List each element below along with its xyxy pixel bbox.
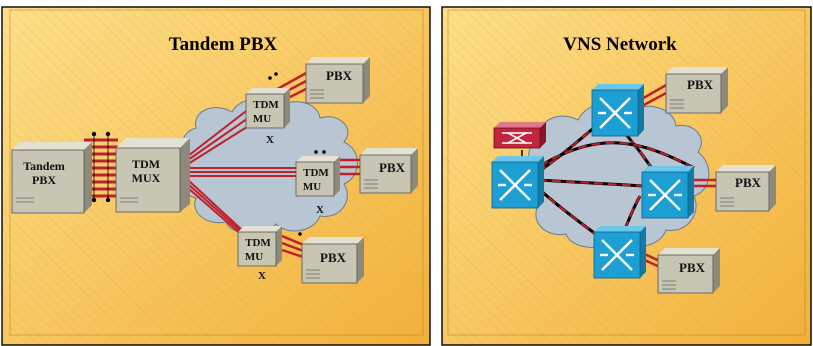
remote-mux-3-label-line1: TDM [245,237,271,249]
atm-switch-west [491,156,544,209]
left-panel: Tandem PBX [1,6,431,346]
right-pbx-2: PBX [715,165,776,212]
remote-mux-1-label-line1: TDM [253,99,279,111]
tdm-mux-unit: TDM MUX [115,138,190,213]
tandem-pbx-unit: Tandem PBX [11,142,92,214]
right-panel: VNS Network [441,6,812,346]
right-panel-title: VNS Network [563,34,677,55]
tdm-mux-label-line2: MUX [132,171,161,185]
right-pbx-2-label: PBX [735,175,762,190]
right-pbx-1-label: PBX [687,77,714,92]
right-pbx-3-label: PBX [679,260,706,275]
tdm-mux-label-line1: TDM [132,157,160,171]
remote-mux-1-fail-mark: X [266,134,274,146]
left-pbx-3: PBX [301,237,364,284]
remote-mux-3-label-line2: MU [245,251,263,263]
right-panel-inner-frame [447,9,806,336]
remote-mux-3-fail-mark: X [258,270,266,282]
right-panel-border [441,6,812,346]
tandem-pbx-label-line2: PBX [32,173,56,187]
remote-mux-2-fail-mark: X [316,204,324,216]
remote-tdm-mux-1: TDM MU X [245,88,290,146]
atm-switch-north [591,84,644,137]
left-panel-title: Tandem PBX [169,34,278,55]
remote-tdm-mux-2: TDM MU X [295,156,340,216]
atm-switch-north-arrows-icon [598,97,632,129]
left-pbx-2-label: PBX [379,160,406,175]
left-pbx-3-label: PBX [320,250,347,265]
left-panel-inner-frame [9,9,424,336]
left-pbx-1: PBX [305,57,370,104]
remote-mux-2-label-line2: MU [303,181,321,193]
atm-switch-east-arrows-icon [648,179,682,211]
atm-switch-west-arrows-icon [498,169,532,201]
left-pbx-2: PBX [359,148,418,194]
tandem-pbx-label-line1: Tandem [23,159,65,173]
right-pbx-1: PBX [665,67,728,114]
router-icon [493,122,546,149]
remote-tdm-mux-3: TDM MU X [237,226,282,282]
atm-switch-south-arrows-icon [600,239,634,271]
remote-mux-1-label-line2: MU [253,113,271,125]
left-panel-border [1,6,431,346]
atm-switch-east [641,166,694,219]
remote-mux-2-label-line1: TDM [303,167,329,179]
right-pbx-3: PBX [657,248,720,294]
left-pbx-1-label: PBX [326,68,353,83]
atm-switch-south [593,226,646,279]
